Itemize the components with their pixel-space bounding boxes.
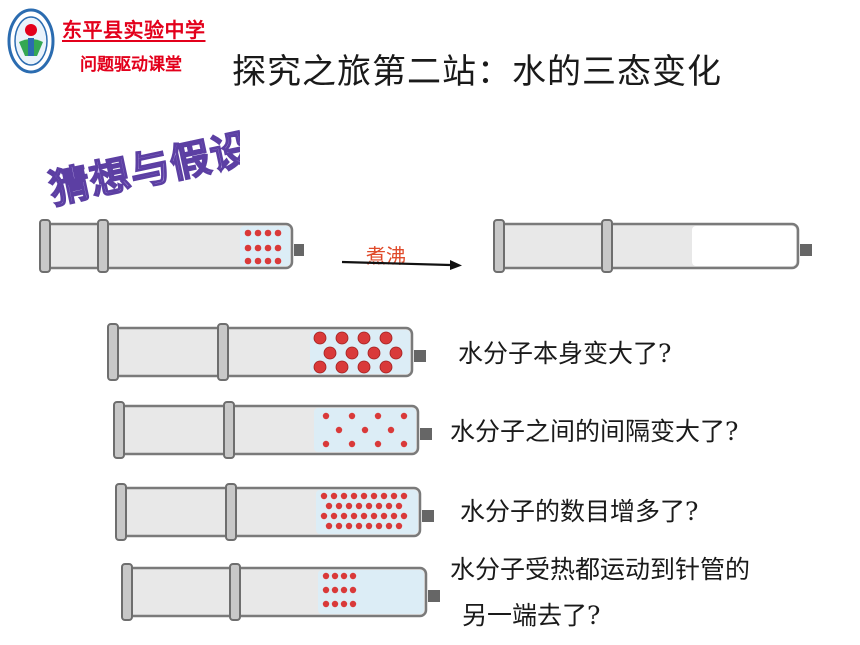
process-arrow-icon — [341, 260, 462, 270]
hypothesis-1-text: 水分子本身变大了? — [458, 339, 672, 368]
syringe-hypothesis-2 — [113, 401, 432, 459]
syringe-hypothesis-4 — [121, 563, 440, 621]
hypothesis-3-text: 水分子的数目增多了? — [460, 497, 699, 526]
syringe-hypothesis-1 — [107, 323, 426, 381]
hypothesis-4-text-line1: 水分子受热都运动到针管的 — [450, 555, 751, 584]
syringe-before — [39, 219, 304, 273]
classroom-tag: 问题驱动课堂 — [80, 55, 182, 75]
syringe-after — [493, 219, 812, 273]
hypothesis-2-text: 水分子之间的间隔变大了? — [450, 417, 739, 446]
school-name: 东平县实验中学 — [62, 18, 206, 42]
hypothesis-heading-text: 猜想与假设 — [46, 126, 240, 210]
slide-title: 探究之旅第二站：水的三态变化 — [232, 52, 722, 92]
hypothesis-heading: 猜想与假设 — [45, 125, 240, 210]
school-logo-icon — [7, 8, 55, 74]
hypothesis-4-text-line2: 另一端去了? — [462, 601, 601, 630]
syringe-hypothesis-3 — [115, 483, 434, 541]
